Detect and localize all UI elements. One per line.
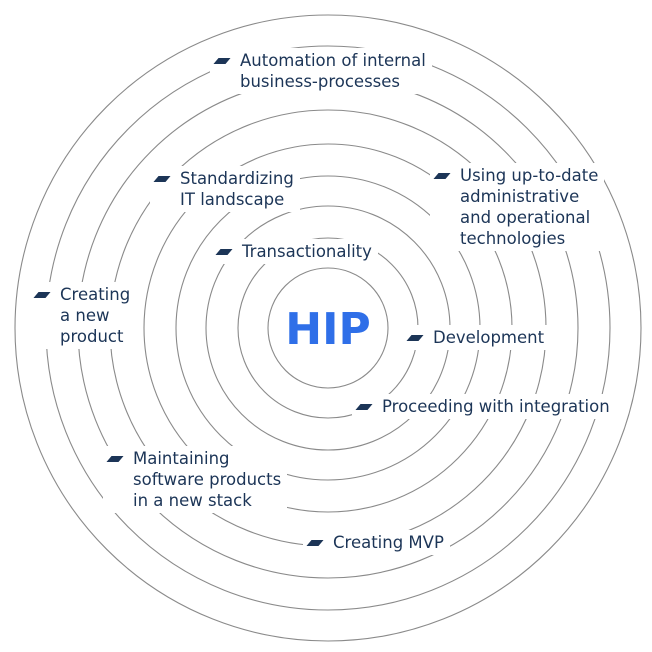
label-standardizing-text: Standardizing IT landscape xyxy=(180,169,294,209)
label-creating-product: Creating a new product xyxy=(30,282,137,349)
label-maintaining-text: Maintaining software products in a new s… xyxy=(133,449,282,510)
ring-1 xyxy=(267,267,389,389)
label-automation: Automation of internal business-processe… xyxy=(210,48,432,94)
label-standardizing: Standardizing IT landscape xyxy=(150,166,300,212)
ring-9 xyxy=(14,14,642,642)
label-transactionality: Transactionality xyxy=(212,239,378,264)
bullet-icon xyxy=(106,456,124,462)
bullet-icon xyxy=(306,540,324,546)
bullet-icon xyxy=(153,176,171,182)
label-integration: Proceeding with integration xyxy=(352,394,616,419)
label-maintaining: Maintaining software products in a new s… xyxy=(103,446,288,513)
label-using-technologies-text: Using up-to-date administrative and oper… xyxy=(460,166,599,248)
label-using-technologies: Using up-to-date administrative and oper… xyxy=(430,163,605,251)
bullet-icon xyxy=(355,404,373,410)
label-creating-product-text: Creating a new product xyxy=(60,285,131,346)
label-creating-mvp: Creating MVP xyxy=(303,530,450,555)
bullet-icon xyxy=(213,58,231,64)
bullet-icon xyxy=(433,173,451,179)
label-automation-text: Automation of internal business-processe… xyxy=(240,51,426,91)
label-integration-text: Proceeding with integration xyxy=(382,397,610,416)
label-development: Development xyxy=(403,325,551,350)
center-label: HIP xyxy=(285,304,370,355)
bullet-icon xyxy=(33,292,51,298)
label-creating-mvp-text: Creating MVP xyxy=(333,533,444,552)
label-development-text: Development xyxy=(433,328,545,347)
bullet-icon xyxy=(406,335,424,341)
label-transactionality-text: Transactionality xyxy=(242,242,372,261)
bullet-icon xyxy=(215,249,233,255)
